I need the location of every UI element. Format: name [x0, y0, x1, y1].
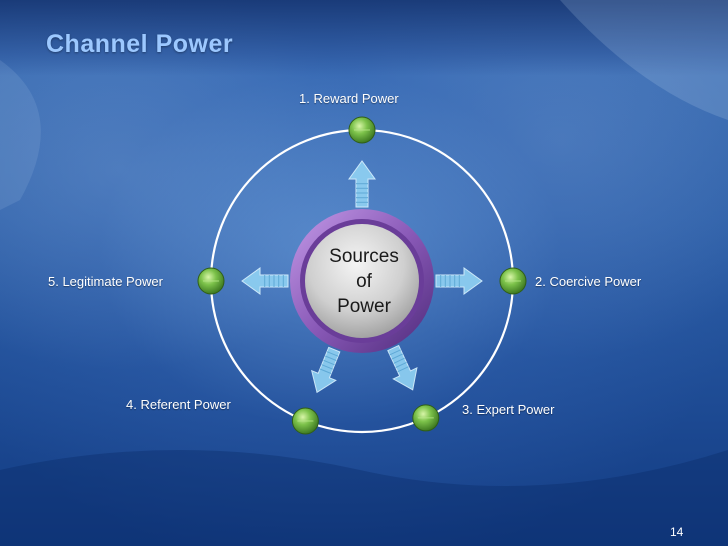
center-label-line-1: Sources: [329, 246, 399, 267]
node-label-expert: 3. Expert Power: [462, 402, 555, 417]
arrow-stripe: [395, 361, 407, 368]
title-bar: [0, 0, 728, 76]
arrow-stripe: [326, 351, 339, 357]
node-label-referent: 4. Referent Power: [126, 397, 231, 412]
page-number: 14: [670, 525, 684, 539]
arrow-stripe: [321, 364, 333, 370]
arrow-stripe: [319, 368, 332, 374]
arrow-stripe: [393, 357, 405, 364]
slide-title: Channel Power: [46, 30, 234, 58]
center-label: Sources of Power: [304, 244, 424, 319]
node-label-reward: 1. Reward Power: [299, 91, 399, 106]
arrow-stripe: [323, 359, 335, 366]
node-label-legitimate: 5. Legitimate Power: [48, 274, 163, 289]
arrow-stripe: [389, 349, 401, 356]
center-disc: [305, 224, 419, 338]
arrow-stripe: [325, 355, 337, 361]
center-label-line-3: Power: [337, 296, 391, 317]
arrow-stripe: [397, 366, 409, 373]
arrow-expert: [387, 344, 418, 391]
arrow-stripe: [391, 353, 403, 360]
center-label-line-2: of: [356, 271, 372, 292]
arrow-referent: [310, 346, 341, 394]
node-label-coercive: 2. Coercive Power: [535, 274, 642, 289]
